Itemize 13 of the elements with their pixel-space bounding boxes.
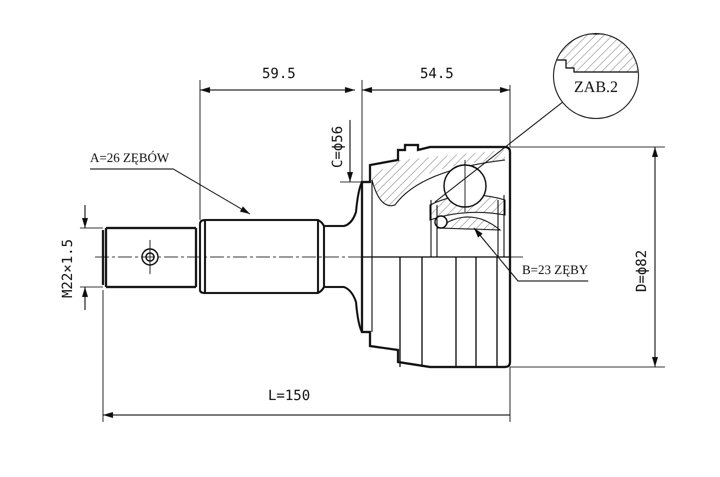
detail-label: ZAB.2 xyxy=(573,80,619,96)
callout-text: A=26 ZĘBÓW xyxy=(90,150,170,166)
leader-line xyxy=(474,228,589,282)
callout-text: B=23 ZĘBY xyxy=(522,262,588,278)
dimension-label: D=ϕ82 xyxy=(634,250,650,292)
dimension-label: C=ϕ56 xyxy=(330,126,346,168)
detail-view-circle xyxy=(553,33,639,119)
dimension-label: 59.5 xyxy=(262,66,296,82)
dimension-label: L=150 xyxy=(268,388,310,404)
dimension-label: M22×1.5 xyxy=(60,238,76,298)
leader-line xyxy=(434,102,563,202)
dimension-label: 54.5 xyxy=(420,66,454,82)
leader-line xyxy=(90,168,250,214)
